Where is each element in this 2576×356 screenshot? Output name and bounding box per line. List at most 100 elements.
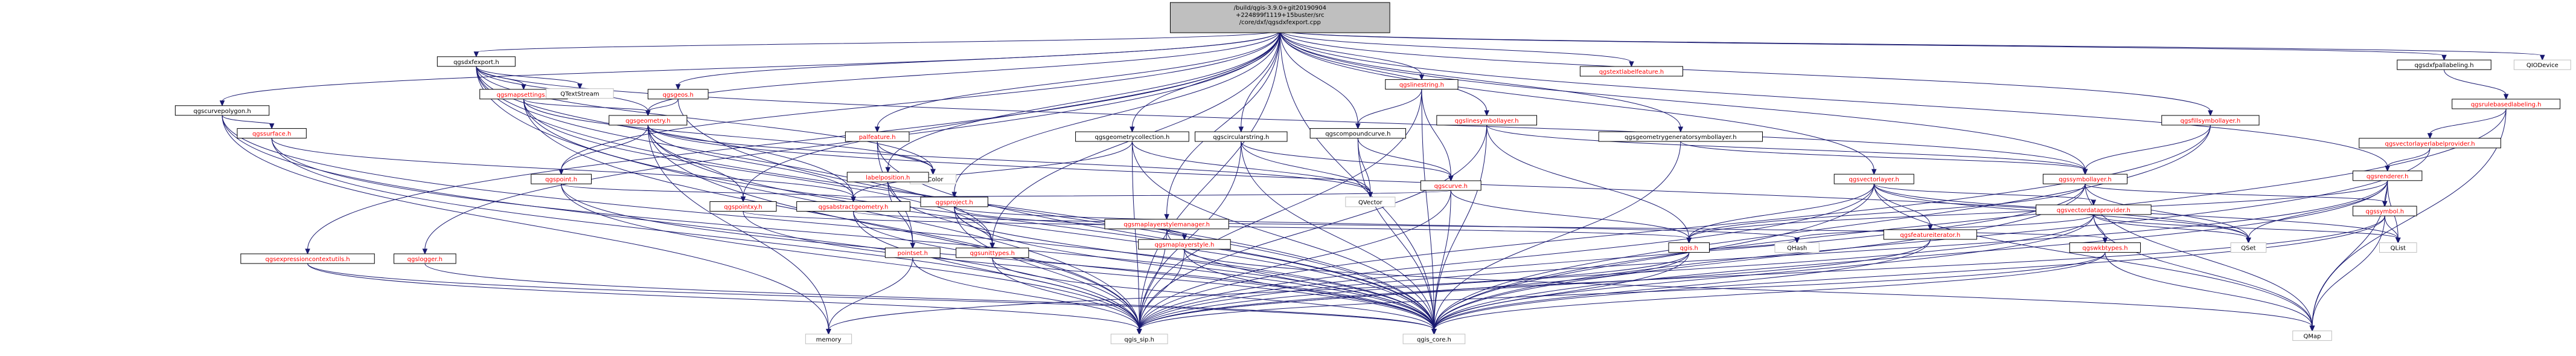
node-qhash: QHash (1774, 242, 1820, 253)
node-qvector: QVector (1345, 196, 1396, 207)
node-label: qgspointxy.h (724, 204, 762, 211)
node-qgswkbtypes-h[interactable]: qgswkbtypes.h (2069, 242, 2141, 253)
node-qgsmaplayerstylemanager-h[interactable]: qgsmaplayerstylemanager.h (1104, 219, 1229, 230)
node-label: qgssymbollayer.h (2059, 176, 2112, 183)
edge-qgsrenderer_h-to-qgis_core_h (1431, 180, 2388, 335)
edge-qgsdxfexport_h-to-qtextstream (476, 66, 583, 89)
node-root[interactable]: /build/qgis-3.9.0+git20190904+224899f111… (1169, 2, 1390, 33)
node-qgsmaplayerstyle-h[interactable]: qgsmaplayerstyle.h (1138, 239, 1231, 250)
edge-root-to-qiodevice (1279, 30, 2545, 61)
edge-root-to-qgspoint_h (558, 30, 1280, 175)
node-qgsvectordataprovider-h[interactable]: qgsvectordataprovider.h (2036, 204, 2152, 215)
node-qgsdxfexport-h[interactable]: qgsdxfexport.h (436, 56, 516, 67)
edge-root-to-palfeature_h (874, 30, 1280, 133)
edge-qgssymbollayer_h-to-qgis_core_h (1431, 184, 2086, 335)
node-label: qgscompoundcurve.h (1325, 131, 1390, 138)
node-qgsabstractgeometry-h[interactable]: qgsabstractgeometry.h (796, 201, 910, 212)
node-qgsdxfpallabeling-h[interactable]: qgsdxfpallabeling.h (2397, 59, 2491, 70)
node-qgscompoundcurve-h[interactable]: qgscompoundcurve.h (1309, 128, 1407, 139)
node-qgsgeometrygeneratorsymbollayer-h[interactable]: qgsgeometrygeneratorsymbollayer.h (1598, 131, 1763, 142)
node-label: qgssurface.h (252, 131, 291, 138)
edge-qgsgeometrycollection_h-to-qgsabstractgeometry_h (851, 141, 1133, 202)
edge-qgsproject_h-to-qgsunittypes_h (954, 206, 996, 249)
node-qgssymbollayer-h[interactable]: qgssymbollayer.h (2042, 173, 2128, 184)
edge-root-to-qgsgeometry_h (645, 30, 1280, 117)
node-qgsvectorlayer-h[interactable]: qgsvectorlayer.h (1833, 173, 1914, 184)
node-label: QHash (1787, 245, 1807, 252)
node-qgis-h[interactable]: qgis.h (1668, 242, 1710, 253)
edge-root-to-qgsdxfpallabeling_h (1279, 30, 2447, 61)
node-label: qgsexpressioncontextutils.h (266, 256, 350, 263)
node-label: memory (816, 337, 842, 343)
node-qgssurface-h[interactable]: qgssurface.h (237, 128, 307, 139)
node-qgscurvepolygon-h[interactable]: qgscurvepolygon.h (174, 105, 270, 116)
node-qgsfeatureiterator-h[interactable]: qgsfeatureiterator.h (1883, 229, 1977, 240)
nodes-layer: /build/qgis-3.9.0+git20190904+224899f111… (174, 2, 2571, 345)
node-qiodevice: QIODevice (2513, 59, 2571, 70)
node-label: qgscurve.h (1434, 183, 1468, 190)
node-label: qgslogger.h (407, 256, 443, 263)
edge-root-to-qgsgeometrygeneratorsymbollayer_h (1279, 30, 1684, 133)
node-qgsgeometrycollection-h[interactable]: qgsgeometrycollection.h (1075, 131, 1189, 142)
node-label: qgsgeometrycollection.h (1095, 134, 1169, 141)
edge-root-to-qgssymbollayer_h (1279, 30, 2088, 175)
edge-qgsvectorlayer_h-to-qgis_core_h (1431, 184, 1874, 335)
node-qgstextlabelfeature-h[interactable]: qgstextlabelfeature.h (1579, 66, 1683, 77)
edge-qgsproject_h-to-qhash (954, 206, 1800, 244)
node-qgscurve-h[interactable]: qgscurve.h (1420, 180, 1481, 191)
node-qgslinesymbollayer-h[interactable]: qgslinesymbollayer.h (1436, 115, 1538, 126)
edge-qgslinesymbollayer_h-to-qgssymbollayer_h (1486, 125, 2088, 175)
node-label: QSet (2241, 245, 2255, 252)
node-qgsmapsettings-h[interactable]: qgsmapsettings.h (479, 89, 568, 100)
node-label: qgsvectorlayerlabelprovider.h (2385, 141, 2475, 147)
node-label: qgssymbol.h (2366, 209, 2405, 215)
edge-root-to-qgsmaplayerstylemanager_h (1164, 30, 1280, 220)
edge-root-to-qgspointxy_h (740, 30, 1280, 202)
node-label: qgsrulebasedlabeling.h (2471, 102, 2542, 108)
node-qgsproject-h[interactable]: qgsproject.h (920, 196, 988, 207)
edge-qgscurvepolygon_h-to-qgssurface_h (222, 115, 275, 129)
node-qmap: QMap (2292, 330, 2332, 341)
node-qgsgeos-h[interactable]: qgsgeos.h (647, 89, 709, 100)
node-label: qgsdxfpallabeling.h (2414, 62, 2473, 69)
node-qgsexpressioncontextutils-h[interactable]: qgsexpressioncontextutils.h (240, 253, 375, 264)
node-qgsvectorlayerlabelprovider-h[interactable]: qgsvectorlayerlabelprovider.h (2359, 138, 2501, 149)
edge-pointset_h-to-memory (826, 257, 913, 335)
edge-qgscircularstring_h-to-qgis_sip_h (1136, 141, 1242, 335)
node-qgslinestring-h[interactable]: qgslinestring.h (1385, 79, 1459, 90)
edge-qgscompoundcurve_h-to-qgscurve_h (1357, 138, 1454, 182)
edge-qgsrenderer_h-to-qset (2246, 180, 2388, 244)
node-label: +224899f1119+15buster/src (1236, 12, 1325, 19)
node-labelposition-h[interactable]: labelposition.h (846, 172, 929, 183)
node-label: qgswkbtypes.h (2082, 245, 2127, 252)
node-qset: QSet (2230, 242, 2267, 253)
node-label: qgslinestring.h (1399, 82, 1444, 89)
edge-qgssymbol_h-to-qmap (2309, 216, 2385, 332)
node-qlist: QList (2379, 242, 2417, 253)
node-qgsunittypes-h[interactable]: qgsunittypes.h (956, 247, 1029, 258)
node-label: qgsgeos.h (663, 92, 694, 99)
node-qgsrulebasedlabeling-h[interactable]: qgsrulebasedlabeling.h (2452, 99, 2561, 109)
edge-qgsmaplayerstyle_h-to-qmap (1184, 249, 2315, 332)
edge-root-to-qgslinestring_h (1279, 30, 1425, 80)
node-qgspointxy-h[interactable]: qgspointxy.h (709, 201, 777, 212)
node-qgslogger-h[interactable]: qgslogger.h (394, 253, 456, 264)
node-qgsgeometry-h[interactable]: qgsgeometry.h (609, 115, 688, 126)
edge-qgsmaplayerstyle_h-to-qgis_core_h (1184, 249, 1437, 335)
node-qgspoint-h[interactable]: qgspoint.h (531, 173, 592, 184)
node-qgsrenderer-h[interactable]: qgsrenderer.h (2352, 170, 2423, 181)
node-qtextstream: QTextStream (546, 88, 614, 99)
node-qgsfillsymbollayer-h[interactable]: qgsfillsymbollayer.h (2161, 115, 2260, 126)
edge-root-to-labelposition_h (885, 30, 1280, 173)
node-label: qgsfillsymbollayer.h (2181, 118, 2241, 125)
edge-qgssymbollayer_h-to-qgssymbol_h (2085, 183, 2388, 207)
node-palfeature-h[interactable]: palfeature.h (845, 131, 910, 142)
node-label: qgsproject.h (936, 199, 973, 206)
node-qgssymbol-h[interactable]: qgssymbol.h (2352, 206, 2417, 216)
node-label: qgstextlabelfeature.h (1599, 69, 1664, 76)
node-qgscircularstring-h[interactable]: qgscircularstring.h (1195, 131, 1288, 142)
edge-root-to-qgsfillsymbollayer_h (1279, 30, 2213, 117)
node-pointset-h[interactable]: pointset.h (884, 247, 941, 258)
node-label: palfeature.h (859, 134, 896, 141)
